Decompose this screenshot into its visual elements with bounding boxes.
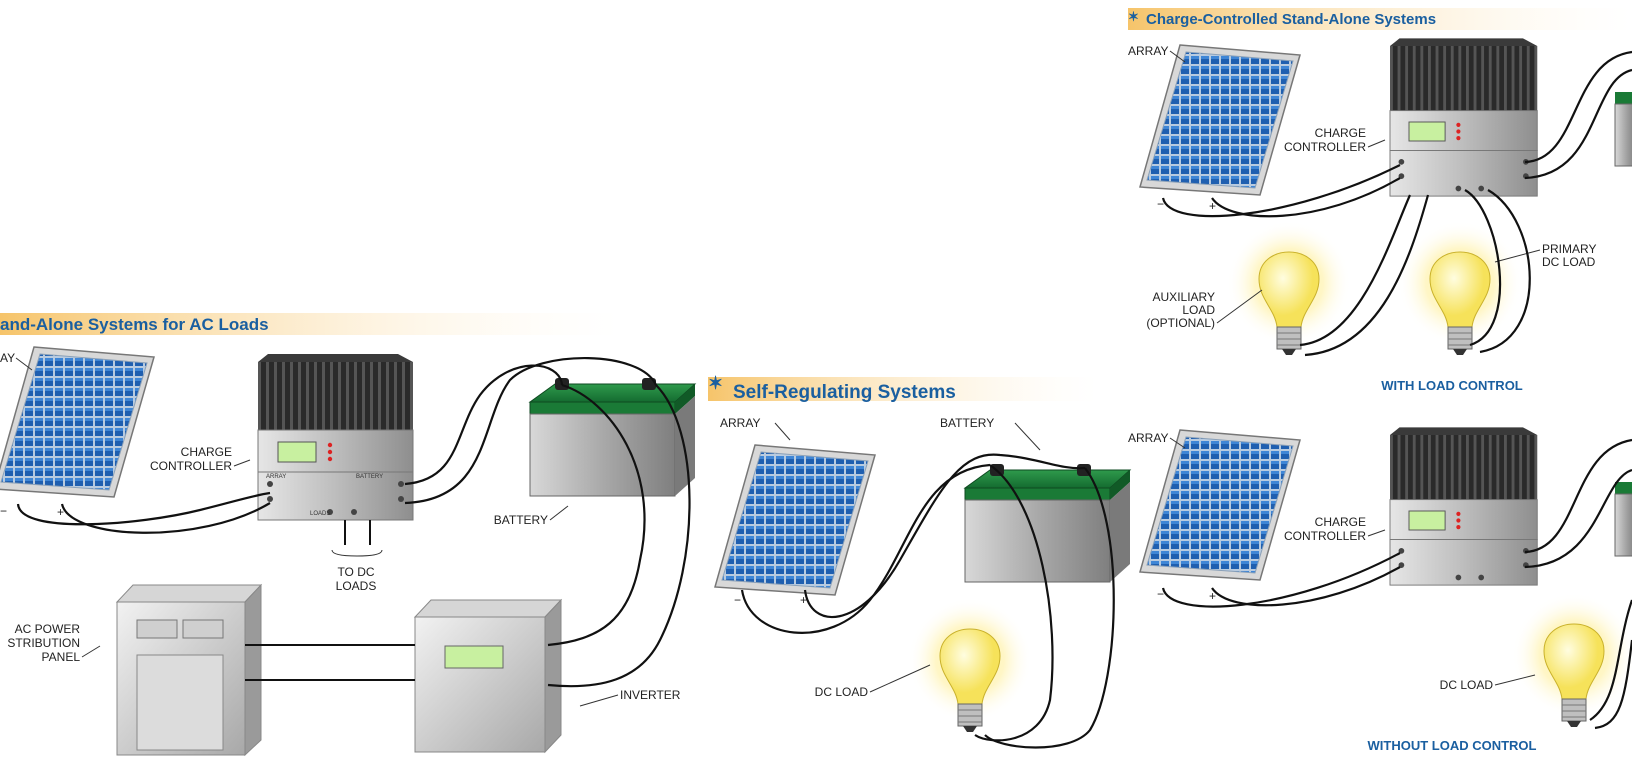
without-load-control-caption: WITHOUT LOAD CONTROL (1368, 738, 1537, 753)
cc1-primary-label-1: PRIMARY (1542, 242, 1596, 256)
ac-battery (529, 377, 696, 497)
ac-section-title: and-Alone Systems for AC Loads (0, 315, 269, 334)
ac-battery-label: BATTERY (494, 513, 548, 527)
cc2-charge-controller (1389, 426, 1538, 586)
ac-wires (16, 357, 691, 688)
ac-charge-leader (233, 459, 251, 467)
self-battery-label: BATTERY (940, 416, 994, 430)
cc1-aux-leader (1216, 289, 1263, 324)
ac-cc-battery-label: BATTERY (356, 474, 383, 480)
cc2-solar-panel (1139, 429, 1301, 581)
cc2-array-label: ARRAY (1128, 431, 1168, 445)
self-wires (740, 453, 1115, 749)
with-load-control-caption: WITH LOAD CONTROL (1381, 378, 1523, 393)
ac-dc-brace (331, 549, 383, 557)
ac-array-leader (15, 357, 33, 371)
ac-inverter-label: INVERTER (620, 688, 681, 702)
self-battery (964, 463, 1131, 583)
ac-to-dc-label-1: TO DC (337, 565, 374, 579)
self-sun-icon: ✶ (708, 373, 723, 393)
cc2-wires (1161, 438, 1632, 730)
cc2-dc-bulb (1511, 592, 1632, 728)
cc2-battery-partial (1614, 482, 1632, 557)
cc1-aux-label-1: AUXILIARY (1153, 290, 1215, 304)
self-array-leader (774, 422, 791, 441)
ac-inverter-leader (579, 694, 619, 707)
ac-battery-leader (549, 505, 569, 521)
cc1-wires (1161, 50, 1632, 357)
self-array-label: ARRAY (720, 416, 760, 430)
cc1-array-leader (1169, 50, 1186, 63)
cc1-charge-label-1: CHARGE (1315, 126, 1366, 140)
ac-to-dc-label-2: LOADS (336, 579, 377, 593)
cc2-panel-minus: − (1157, 587, 1164, 601)
ac-panel-label-3: PANEL (42, 650, 81, 664)
cc1-solar-panel (1139, 44, 1301, 196)
cc1-panel-minus: − (1157, 197, 1164, 211)
ac-solar-panel (0, 346, 155, 498)
self-dc-load-leader (869, 664, 931, 693)
cc1-battery-partial (1614, 92, 1632, 167)
charge-controlled-section: ✶ Charge-Controlled Stand-Alone Systems … (1128, 8, 1632, 753)
cc1-aux-label-3: (OPTIONAL) (1146, 316, 1215, 330)
cc2-charge-label-2: CONTROLLER (1284, 529, 1366, 543)
charge-section-title: Charge-Controlled Stand-Alone Systems (1146, 11, 1436, 28)
cc1-primary-leader (1494, 249, 1541, 263)
charge-sun-icon: ✶ (1128, 9, 1139, 24)
self-solar-panel (714, 444, 876, 596)
ac-section-header-bar (0, 313, 620, 335)
ac-dc-load-leads (344, 520, 371, 545)
cc1-charge-leader (1367, 139, 1386, 148)
ac-charge-label-2: CONTROLLER (150, 459, 232, 473)
cc1-primary-bulb (1397, 220, 1523, 356)
ac-cc-loads-label: LOADS (310, 511, 330, 517)
ac-panel-minus: − (0, 504, 7, 518)
cc2-charge-label-1: CHARGE (1315, 515, 1366, 529)
self-dc-load-label: DC LOAD (815, 685, 869, 699)
self-battery-leader (1014, 422, 1041, 451)
cc1-panel-plus: + (1209, 199, 1216, 213)
ac-panel-label-2: STRIBUTION (7, 636, 80, 650)
self-panel-minus: − (734, 593, 741, 607)
self-dc-bulb (907, 597, 1033, 733)
ac-cc-array-label: ARRAY (266, 474, 286, 480)
ac-array-label: AY (0, 351, 15, 365)
cc1-primary-label-2: DC LOAD (1542, 255, 1596, 269)
ac-distribution-panel (115, 583, 263, 757)
ac-inverter (413, 598, 563, 754)
ac-panel-leader (81, 645, 101, 658)
cc1-aux-bulb (1226, 220, 1352, 356)
cc2-dc-load-leader (1494, 674, 1536, 686)
self-panel-plus: + (800, 593, 807, 607)
cc1-charge-controller (1389, 37, 1538, 197)
self-section-title: Self-Regulating Systems (733, 382, 956, 403)
cc2-panel-plus: + (1209, 589, 1216, 603)
cc2-charge-leader (1367, 529, 1386, 537)
cc1-array-label: ARRAY (1128, 44, 1168, 58)
self-section-header-bar (708, 377, 1098, 401)
cc1-aux-label-2: LOAD (1182, 303, 1215, 317)
cc2-array-leader (1169, 437, 1186, 449)
ac-loads-section: and-Alone Systems for AC Loads AY − + AR… (0, 313, 696, 757)
ac-panel-plus: + (57, 505, 64, 519)
self-regulating-section: ✶ Self-Regulating Systems ARRAY − + BATT… (708, 373, 1131, 749)
cc1-charge-label-2: CONTROLLER (1284, 140, 1366, 154)
ac-charge-label-1: CHARGE (181, 445, 232, 459)
ac-charge-controller (257, 353, 414, 521)
charge-section-header-bar (1128, 8, 1632, 30)
ac-panel-label-1: AC POWER (15, 622, 81, 636)
cc2-dc-load-label: DC LOAD (1440, 678, 1494, 692)
